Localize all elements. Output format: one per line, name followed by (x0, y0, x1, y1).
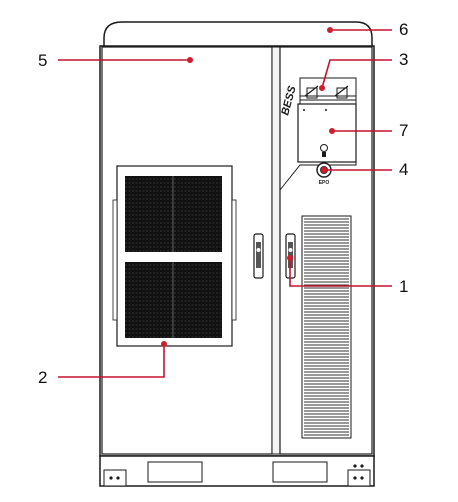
left-door-handle (253, 233, 264, 279)
base-foot-left (103, 469, 127, 487)
door-divider (271, 46, 281, 455)
callout-2-leader (58, 341, 167, 378)
top-fans (304, 85, 349, 99)
right-louvers (304, 218, 349, 436)
display-panel (297, 103, 357, 163)
callout-label-7: 7 (399, 121, 409, 140)
callout-label-5: 5 (38, 51, 48, 70)
base-bolt (353, 464, 357, 468)
callout-5-leader (58, 57, 193, 63)
emergency-stop-label: EPO (319, 180, 330, 186)
base-plinth (99, 455, 375, 487)
callout-label-1: 1 (399, 277, 409, 296)
base-bolt (353, 476, 357, 480)
callout-1-leader (287, 255, 392, 287)
base-bolt (109, 476, 113, 480)
top-cover (103, 21, 373, 49)
callout-label-2: 2 (38, 368, 48, 387)
key-switch (320, 144, 328, 157)
forklift-slot-right (272, 461, 328, 483)
left-grille-lower (125, 262, 222, 338)
grille-clip-left (112, 199, 118, 321)
callout-3-leader (319, 59, 392, 91)
base-bolt (360, 464, 364, 468)
callout-label-3: 3 (399, 50, 409, 69)
panel-screw (303, 109, 305, 111)
callout-6-leader (327, 27, 392, 33)
base-bolt (360, 476, 364, 480)
forklift-slot-left (147, 461, 203, 483)
left-grille-upper (125, 176, 222, 252)
base-foot-right (347, 469, 371, 487)
callout-7-leader (329, 128, 392, 134)
callout-label-4: 4 (399, 160, 409, 179)
callout-4-leader (321, 167, 392, 173)
grille-clip-right (231, 199, 237, 321)
callout-label-6: 6 (399, 20, 409, 39)
base-bolt (116, 476, 120, 480)
panel-screw (325, 109, 327, 111)
grille-texture (125, 176, 222, 338)
